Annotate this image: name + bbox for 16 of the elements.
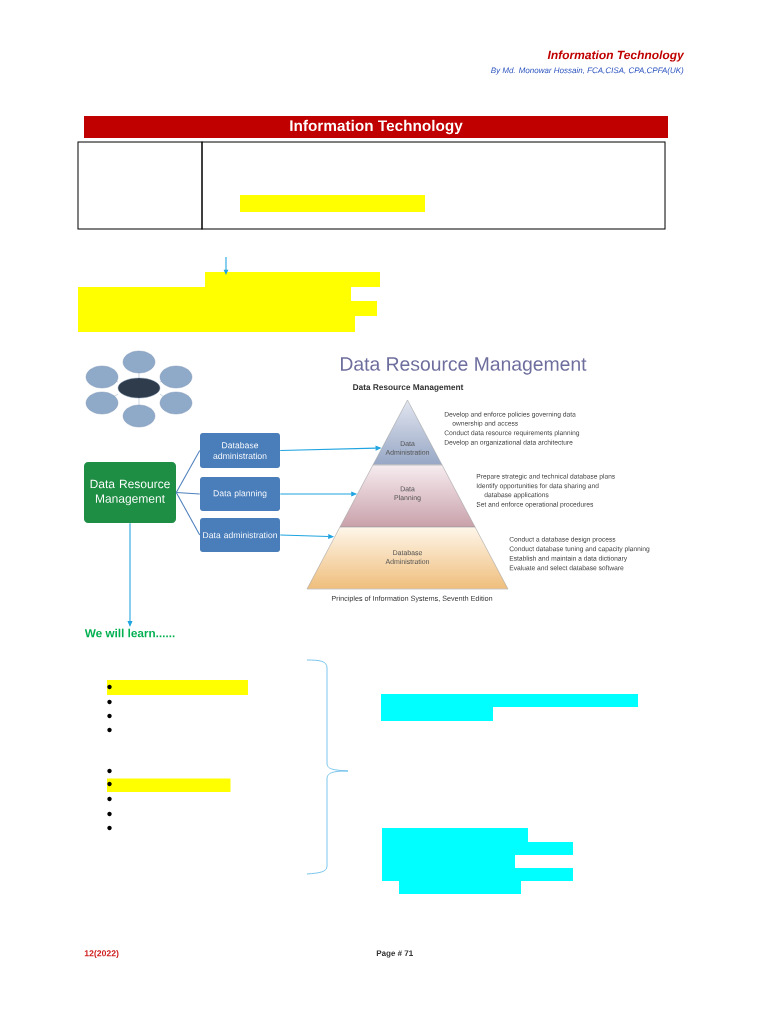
slide-title: Data Resource Management: [341, 357, 587, 375]
header-text: Information Technology: [547, 50, 685, 62]
subtopic-box: Database administration: [200, 433, 280, 468]
subtopic-box: Data administration: [200, 518, 280, 552]
connector-line: [175, 491, 201, 536]
page-number: Page # 71: [376, 950, 413, 958]
chart-title: Data Resource Management: [353, 384, 464, 392]
connector-line: [175, 449, 201, 494]
title-banner: Information Technology: [84, 116, 668, 138]
footer-text: 12(2022): [84, 950, 119, 959]
connector-line: [175, 491, 201, 495]
arrow: [127, 522, 133, 627]
subtopic-box: Data planning: [200, 477, 280, 511]
author-text: By Md. Monowar Hossain, FCA,CISA, CPA,CPFA(UK): [491, 67, 684, 75]
topic-box: Data Resource Management: [84, 462, 176, 523]
heading-text: We will learn......: [84, 628, 175, 638]
